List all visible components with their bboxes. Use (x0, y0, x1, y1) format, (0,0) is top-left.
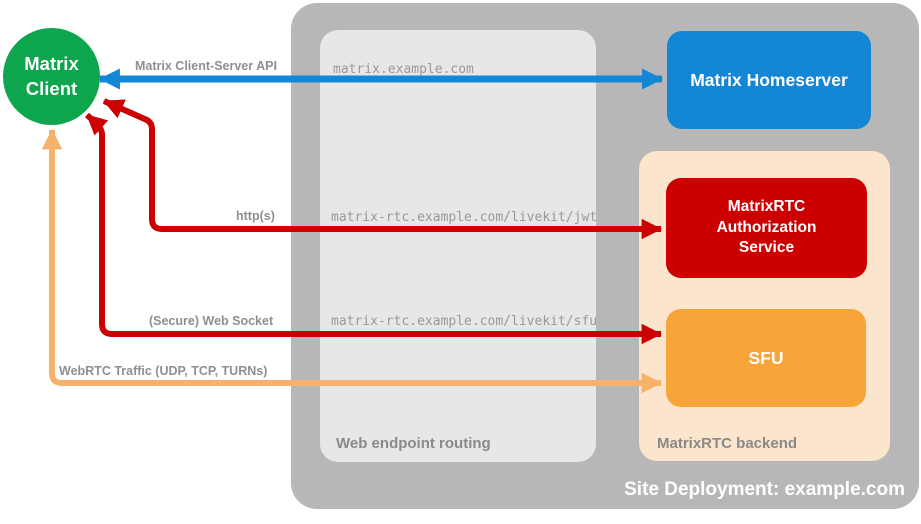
site-deployment-caption: Site Deployment: example.com (624, 479, 905, 500)
endpoint-url-livekit-jwt: matrix-rtc.example.com/livekit/jwt (331, 210, 598, 225)
matrix-client-label-line1: Matrix (24, 53, 79, 75)
arrow-label-secure-web-socket: (Secure) Web Socket (149, 314, 274, 328)
matrixrtc-backend-caption: MatrixRTC backend (657, 435, 798, 452)
web-endpoint-routing-caption: Web endpoint routing (336, 435, 491, 452)
auth-service-label-line2: Authorization (716, 218, 817, 236)
sfu-node: SFU (666, 309, 866, 407)
sfu-label: SFU (748, 347, 784, 368)
endpoint-url-livekit-sfu: matrix-rtc.example.com/livekit/sfu (331, 314, 598, 329)
web-endpoint-routing-container (320, 30, 596, 462)
matrixrtc-authorization-service-node: MatrixRTC Authorization Service (666, 178, 867, 278)
matrix-client-node: Matrix Client (3, 28, 100, 125)
matrix-client-label-line2: Client (25, 77, 78, 99)
arrow-label-webrtc-traffic: WebRTC Traffic (UDP, TCP, TURNs) (59, 364, 268, 378)
arrow-label-https: http(s) (236, 209, 275, 223)
arrow-label-client-server-api: Matrix Client-Server API (135, 59, 277, 73)
matrix-homeserver-label: Matrix Homeserver (690, 69, 848, 90)
endpoint-url-homeserver: matrix.example.com (333, 62, 474, 77)
matrix-homeserver-node: Matrix Homeserver (667, 31, 871, 129)
auth-service-label-line3: Service (738, 239, 795, 257)
auth-service-label-line1: MatrixRTC (727, 198, 806, 216)
